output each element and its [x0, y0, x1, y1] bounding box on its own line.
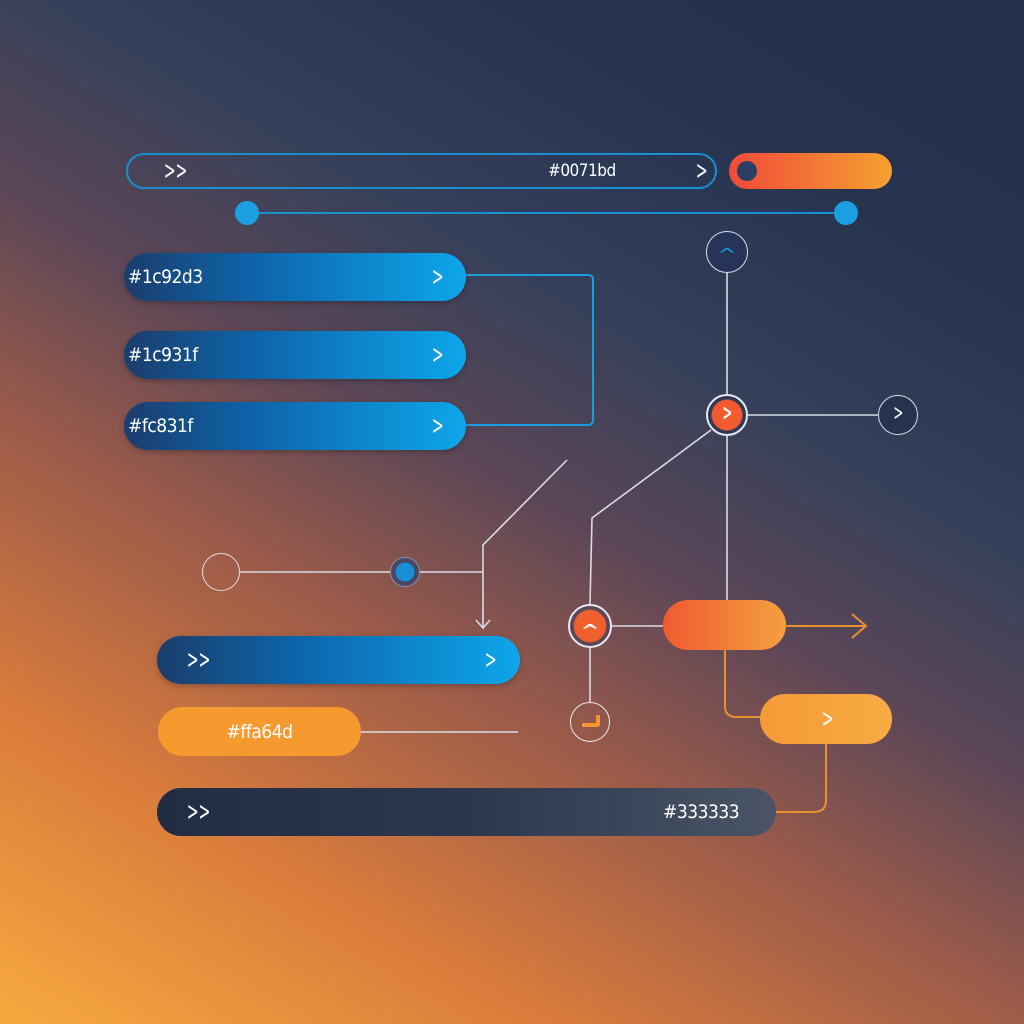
- wide-forward-button[interactable]: >> >: [157, 636, 520, 684]
- color-button-1[interactable]: #1c92d3 >: [124, 253, 466, 301]
- chevron-up-icon: ^: [717, 246, 737, 264]
- next-node[interactable]: >: [878, 395, 918, 435]
- toggle-knob: [737, 161, 757, 181]
- color-input[interactable]: >> #0071bd >: [126, 153, 717, 189]
- return-icon: [582, 715, 600, 727]
- chevron-right-icon[interactable]: >: [695, 156, 708, 186]
- dark-color-bar[interactable]: >> #333333: [157, 788, 776, 836]
- active-node[interactable]: >: [706, 394, 748, 436]
- toggle-switch[interactable]: [729, 153, 892, 189]
- radio-empty[interactable]: [202, 553, 240, 591]
- input-value: #0071bd: [548, 161, 616, 181]
- orange-next-button[interactable]: >: [760, 694, 892, 744]
- color-button-2[interactable]: #1c931f >: [124, 331, 466, 379]
- button-label: #1c931f: [128, 344, 198, 366]
- chevron-right-icon: >: [893, 401, 903, 426]
- double-chevron-right-icon: >>: [186, 797, 211, 827]
- button-label: #fc831f: [128, 415, 193, 437]
- chevron-right-icon: >: [431, 340, 444, 370]
- chevron-right-icon: >: [431, 411, 444, 441]
- orange-color-pill[interactable]: #ffa64d: [158, 707, 361, 756]
- bar-label: #333333: [663, 801, 740, 823]
- double-chevron-right-icon: >>: [186, 645, 211, 675]
- chevron-right-icon: >: [821, 704, 834, 734]
- double-chevron-right-icon: >>: [163, 156, 188, 186]
- pill-label: #ffa64d: [226, 720, 293, 743]
- return-node[interactable]: [570, 702, 610, 742]
- up-node[interactable]: ^: [568, 604, 612, 648]
- chevron-right-icon: >: [722, 401, 732, 426]
- slider-handle-min[interactable]: [235, 201, 259, 225]
- radio-selected[interactable]: [390, 557, 420, 587]
- chevron-up-node[interactable]: ^: [706, 231, 748, 273]
- orange-action-pill[interactable]: [663, 600, 786, 650]
- color-button-3[interactable]: #fc831f >: [124, 402, 466, 450]
- button-label: #1c92d3: [128, 266, 203, 288]
- slider-handle-max[interactable]: [834, 201, 858, 225]
- chevron-right-icon: >: [484, 645, 497, 675]
- chevron-up-icon: ^: [580, 622, 600, 640]
- chevron-right-icon: >: [431, 262, 444, 292]
